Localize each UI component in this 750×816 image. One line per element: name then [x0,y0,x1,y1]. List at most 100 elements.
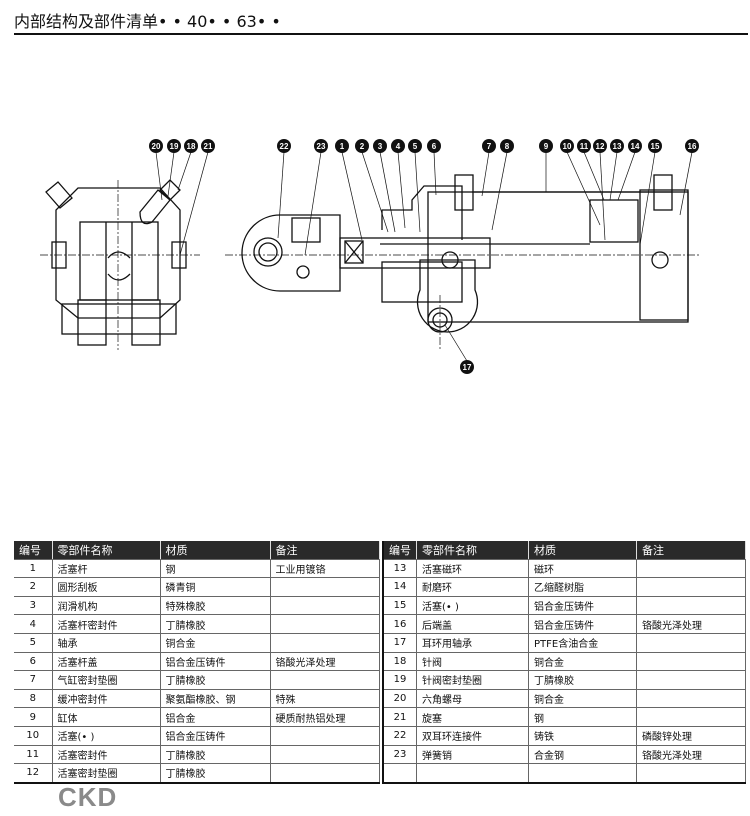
part-material: 丁腈橡胶 [160,614,271,634]
callout-label: 20 [152,142,161,151]
header-name: 零部件名称 [416,541,529,560]
callouts-main: 22 23 1 2 3 4 5 6 7 8 9 10 11 12 13 14 1… [277,139,699,374]
part-note [636,763,746,784]
part-number: 2 [14,577,53,597]
part-number: 23 [383,745,417,765]
part-number: 15 [383,596,417,616]
part-material: 丁腈橡胶 [160,763,271,784]
part-number: 12 [14,763,53,784]
part-note [270,633,380,653]
part-name: 活塞杆 [52,559,161,579]
part-name: 活塞(• ) [52,726,161,746]
part-note [270,596,380,616]
part-name: 旋塞 [416,707,529,727]
part-name: 活塞密封垫圈 [52,763,161,784]
callout-label: 13 [613,142,622,151]
part-material: 丁腈橡胶 [160,670,271,690]
callout-label: 18 [187,142,196,151]
part-name: 缓冲密封件 [52,689,161,709]
part-material: 乙缩醛树脂 [528,577,637,597]
cylinder-cross-section-drawing: 20 19 18 21 22 23 1 2 3 4 5 6 7 8 9 10 1… [40,139,700,374]
header-material: 材质 [160,541,271,560]
callout-label: 15 [651,142,660,151]
part-number: 18 [383,652,417,672]
part-material: 聚氨酯橡胶、钢 [160,689,271,709]
part-name: 耳环用轴承 [416,633,529,653]
part-name [416,763,529,784]
part-note [636,707,746,727]
part-note [636,596,746,616]
header-material: 材质 [528,541,637,560]
part-name: 活塞密封件 [52,745,161,765]
part-material: 铸铁 [528,726,637,746]
part-material: 铝合金 [160,707,271,727]
part-note [270,670,380,690]
callout-label: 7 [487,142,492,151]
header-note: 备注 [636,541,746,560]
callout-label: 22 [280,142,289,151]
part-note: 工业用镀铬 [270,559,380,579]
part-material: 钢 [160,559,271,579]
part-note [636,652,746,672]
part-number: 10 [14,726,53,746]
part-number: 11 [14,745,53,765]
part-number: 16 [383,614,417,634]
part-material: 铝合金压铸件 [528,596,637,616]
callout-label: 17 [463,363,472,372]
callouts-side: 20 19 18 21 [149,139,215,153]
page-title: 内部结构及部件清单• • 40• • 63• • [14,12,281,31]
callout-label: 23 [317,142,326,151]
part-note: 铬酸光泽处理 [636,614,746,634]
part-note [270,745,380,765]
part-number: 9 [14,707,53,727]
part-number: 8 [14,689,53,709]
part-material: 铜合金 [160,633,271,653]
part-number: 19 [383,670,417,690]
callout-label: 1 [340,142,345,151]
side-view [45,179,187,346]
part-number: 5 [14,633,53,653]
callout-label: 4 [396,142,401,151]
callout-label: 2 [360,142,365,151]
part-material: 铝合金压铸件 [160,726,271,746]
callout-label: 21 [204,142,213,151]
part-number: 4 [14,614,53,634]
part-name: 双耳环连接件 [416,726,529,746]
main-view [241,174,689,333]
callout-label: 12 [596,142,605,151]
part-name: 弹簧销 [416,745,529,765]
part-name: 后端盖 [416,614,529,634]
callout-label: 5 [413,142,418,151]
part-note [636,559,746,579]
ckd-logo: CKD [58,782,118,812]
part-name: 针阀密封垫圈 [416,670,529,690]
callout-label: 6 [432,142,437,151]
centerlines [40,180,700,350]
part-name: 圆形刮板 [52,577,161,597]
callout-label: 19 [170,142,179,151]
part-name: 缸体 [52,707,161,727]
part-material: 磷青铜 [160,577,271,597]
part-note [636,670,746,690]
part-number: 21 [383,707,417,727]
part-name: 活塞磁环 [416,559,529,579]
part-note: 磷酸锌处理 [636,726,746,746]
part-note: 铬酸光泽处理 [636,745,746,765]
